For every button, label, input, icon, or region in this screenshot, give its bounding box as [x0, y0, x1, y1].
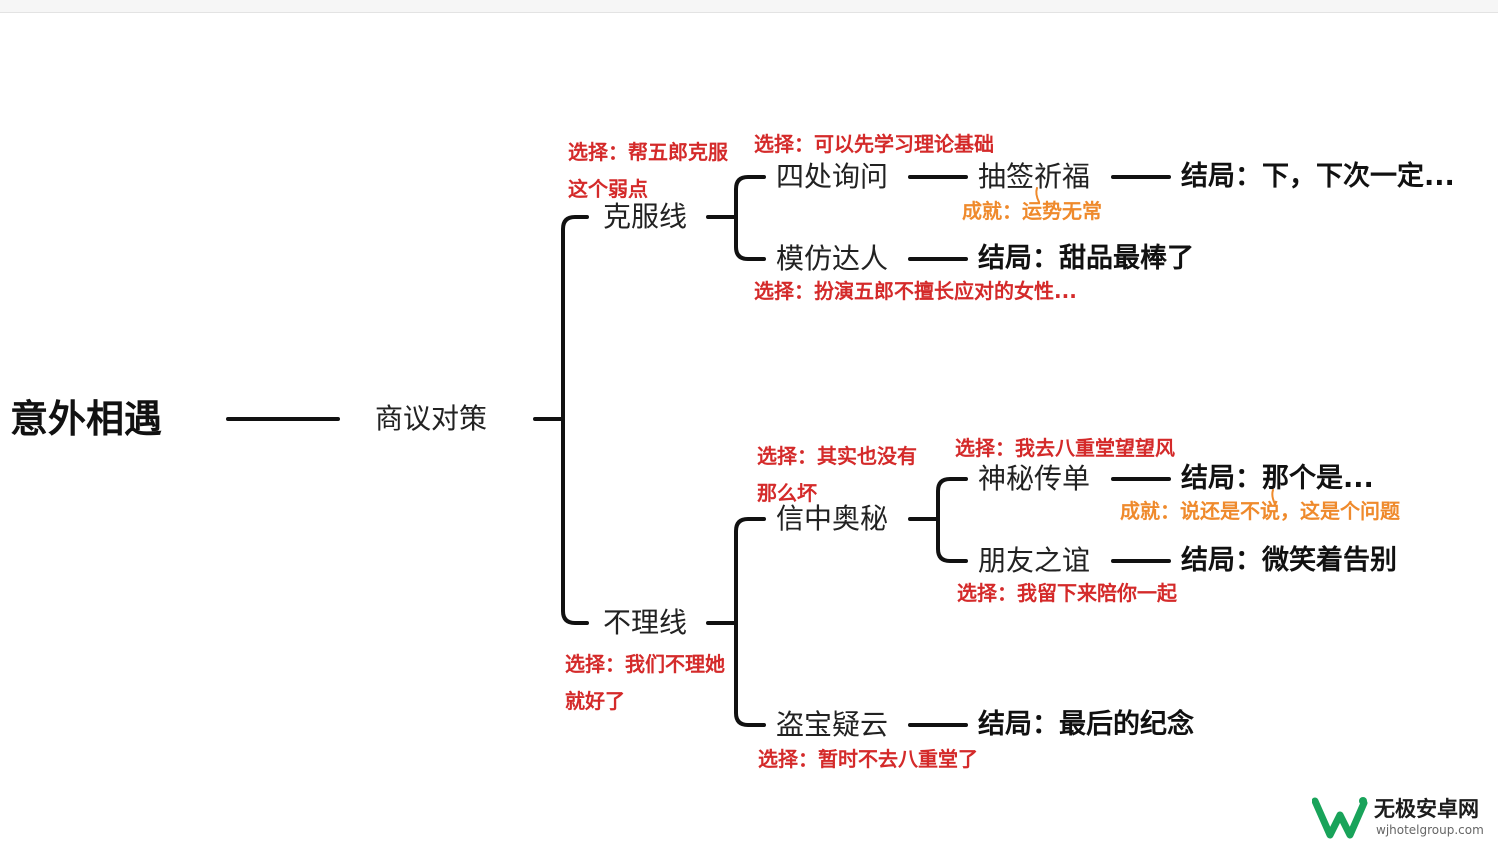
node-kefu: 克服线	[603, 200, 688, 233]
node-shenmi: 神秘传单	[978, 462, 1091, 495]
choice-pengyou: 选择：我留下来陪你一起	[957, 581, 1177, 605]
choice-shenmi: 选择：我去八重堂望望风	[955, 436, 1175, 460]
choice-daobao: 选择：暂时不去八重堂了	[758, 747, 978, 771]
choice-buli: 选择：我们不理她就好了	[565, 652, 725, 713]
achievement-chouqian: 成就：运势无常	[962, 199, 1102, 223]
node-buli: 不理线	[603, 606, 688, 639]
bracket-kefu	[706, 175, 766, 261]
choice-kefu: 选择：帮五郎克服这个弱点	[568, 140, 728, 201]
choice-sichu: 选择：可以先学习理论基础	[754, 132, 994, 156]
ending-daobao: 结局：最后的纪念	[978, 709, 1194, 740]
ending-mofang: 结局：甜品最棒了	[978, 243, 1194, 274]
root-node: 意外相遇	[10, 397, 163, 441]
achievement-pointer-chouqian	[1035, 187, 1040, 203]
node-daobao: 盗宝疑云	[776, 708, 889, 741]
watermark-name: 无极安卓网	[1374, 797, 1479, 821]
node-chouqian: 抽签祈福	[978, 160, 1091, 193]
ending-shenmi: 结局：那个是...	[1181, 463, 1374, 494]
node-sichu: 四处询问	[776, 160, 889, 193]
w-leaf-logo-icon	[1312, 797, 1368, 839]
achievement-pointer-shenmi	[1271, 489, 1276, 505]
top-bar	[0, 0, 1498, 13]
bracket-level1	[533, 215, 589, 625]
choice-xinzhong: 选择：其实也没有那么坏	[757, 444, 917, 505]
node-mofang: 模仿达人	[776, 242, 889, 275]
choice-mofang: 选择：扮演五郎不擅长应对的女性...	[754, 279, 1077, 303]
bracket-buli	[706, 517, 766, 727]
node-xinzhong: 信中奥秘	[776, 502, 889, 535]
ending-pengyou: 结局：微笑着告别	[1181, 545, 1397, 576]
node-level1: 商议对策	[375, 402, 488, 435]
node-pengyou: 朋友之谊	[978, 544, 1091, 577]
watermark-url: wjhotelgroup.com	[1376, 823, 1484, 837]
ending-chouqian: 结局：下，下次一定...	[1181, 161, 1455, 192]
watermark: 无极安卓网 wjhotelgroup.com	[1312, 795, 1492, 841]
bracket-xinzhong	[908, 477, 968, 563]
achievement-shenmi: 成就：说还是不说，这是个问题	[1120, 499, 1400, 523]
